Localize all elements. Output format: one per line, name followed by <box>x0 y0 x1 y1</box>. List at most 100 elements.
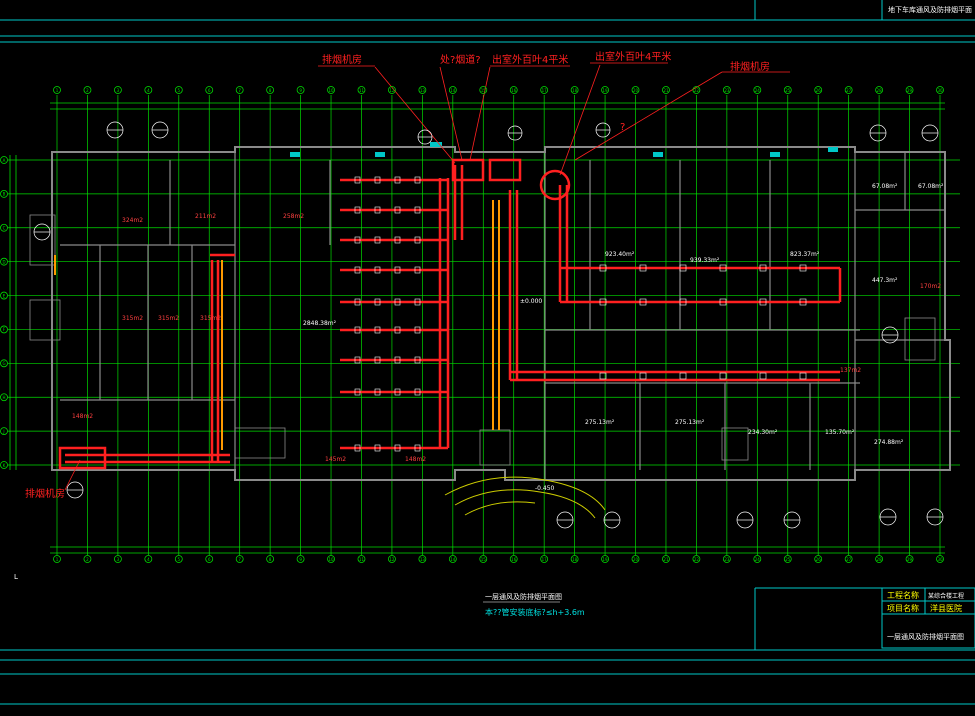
grille <box>799 372 807 380</box>
axis-bubble-text: 15 <box>481 88 487 93</box>
grille <box>374 206 381 214</box>
top-title-text: 地下车库通风及防排烟平面 <box>888 5 972 14</box>
area-label: 823.37m² <box>790 251 820 258</box>
axis-bubble <box>0 393 8 402</box>
grille <box>394 326 401 334</box>
grille <box>394 388 401 396</box>
project-name-value: 某综合楼工程 <box>928 592 964 600</box>
item-name-value: 洋县医院 <box>930 603 962 613</box>
grille <box>719 264 727 272</box>
axis-bubble <box>936 86 944 94</box>
supply-ducts <box>54 200 500 450</box>
grille <box>374 236 381 244</box>
grille <box>394 356 401 364</box>
grille <box>394 176 401 184</box>
axis-bubble <box>479 555 488 563</box>
grille <box>354 326 361 334</box>
axis-bubble-text: 17 <box>542 88 548 93</box>
grille <box>759 298 767 306</box>
axis-bubble-text: J <box>2 429 4 434</box>
axis-bubble-text: 25 <box>785 557 791 562</box>
axis-bubble <box>83 555 92 563</box>
axis-bubble <box>113 555 122 563</box>
axis-bubble-text: F <box>3 327 6 332</box>
axis-bubble-text: 5 <box>178 557 181 562</box>
axis-bubble-text: 18 <box>572 557 578 562</box>
axis-bubble <box>814 555 823 563</box>
grille <box>679 298 687 306</box>
grille <box>414 356 421 364</box>
axis-bubble-text: H <box>2 395 5 400</box>
axis-bubble <box>144 86 153 94</box>
axis-bubble-text: 10 <box>328 88 334 93</box>
grille <box>354 444 361 452</box>
grille <box>639 264 647 272</box>
axis-bubble-text: 11 <box>359 557 365 562</box>
axis-bubble-text: 12 <box>389 88 395 93</box>
axis-bubble <box>692 555 701 563</box>
grille <box>354 266 361 274</box>
axis-bubble <box>266 86 275 94</box>
axis-bubble <box>327 555 335 563</box>
axis-bubble <box>0 291 8 300</box>
axis-bubble-text: 1 <box>56 88 59 93</box>
area-label: 275.13m² <box>675 419 705 426</box>
grille <box>599 298 607 306</box>
axis-bubble-text: 2 <box>86 88 89 93</box>
axis-bubble <box>418 555 427 563</box>
axis-bubble-text: 6 <box>208 557 211 562</box>
smoke-room-label: 排烟机房 <box>25 487 65 500</box>
axis-bubble-text: 7 <box>238 557 241 562</box>
axis-bubble <box>753 86 762 94</box>
grille <box>599 264 607 272</box>
axis-bubble <box>692 86 701 94</box>
area-label: 939.33m² <box>690 257 720 264</box>
grille <box>354 206 361 214</box>
area-label: 923.40m² <box>605 251 635 258</box>
grille <box>374 176 381 184</box>
axis-bubble <box>296 555 305 563</box>
axis-bubble <box>479 86 488 94</box>
axis-bubble-text: 13 <box>420 557 426 562</box>
outdoor-louver-label: 出室外百叶4平米 <box>595 50 671 63</box>
axis-bubble <box>0 156 8 164</box>
entrance-canopy <box>444 476 606 519</box>
axis-bubble-text: 30 <box>937 88 943 93</box>
grille <box>354 356 361 364</box>
drawing-caption-note: 本??管安装底标?≤h+3.6m <box>485 607 585 617</box>
axis-bubble-text: G <box>2 361 5 366</box>
axis-bubble-text: 4 <box>147 557 150 562</box>
smoke-room-label: 排烟机房 <box>730 60 770 73</box>
grille <box>679 372 687 380</box>
axis-bubble <box>0 359 8 368</box>
axis-bubble-text: C <box>3 226 6 231</box>
axis-bubble <box>844 86 853 94</box>
axis-bubble-text: 1 <box>56 557 59 562</box>
area-label: 324m2 <box>122 217 143 224</box>
axis-bubble <box>631 555 640 563</box>
axis-bubble <box>509 86 518 94</box>
axis-bubble-text: 17 <box>542 557 548 562</box>
axis-bubble-text: 18 <box>572 88 578 93</box>
axis-bubble <box>662 86 670 94</box>
grille <box>414 444 421 452</box>
axis-bubble-text: 12 <box>389 557 395 562</box>
axis-bubble <box>113 86 122 94</box>
axis-bubble-text: 3 <box>117 557 120 562</box>
axis-bubble-text: 5 <box>178 88 181 93</box>
axis-bubble <box>875 86 884 94</box>
axis-bubble <box>0 427 8 436</box>
axis-bubble <box>722 555 731 563</box>
detail-markers <box>33 121 944 529</box>
corner-mark: L <box>14 573 18 581</box>
axis-bubble <box>570 86 579 94</box>
grille <box>374 298 381 306</box>
axis-bubble <box>814 86 823 94</box>
axis-bubble <box>53 555 61 563</box>
area-label: 315m2 <box>200 315 221 322</box>
grille <box>799 298 807 306</box>
axis-bubble-text: 9 <box>299 557 302 562</box>
